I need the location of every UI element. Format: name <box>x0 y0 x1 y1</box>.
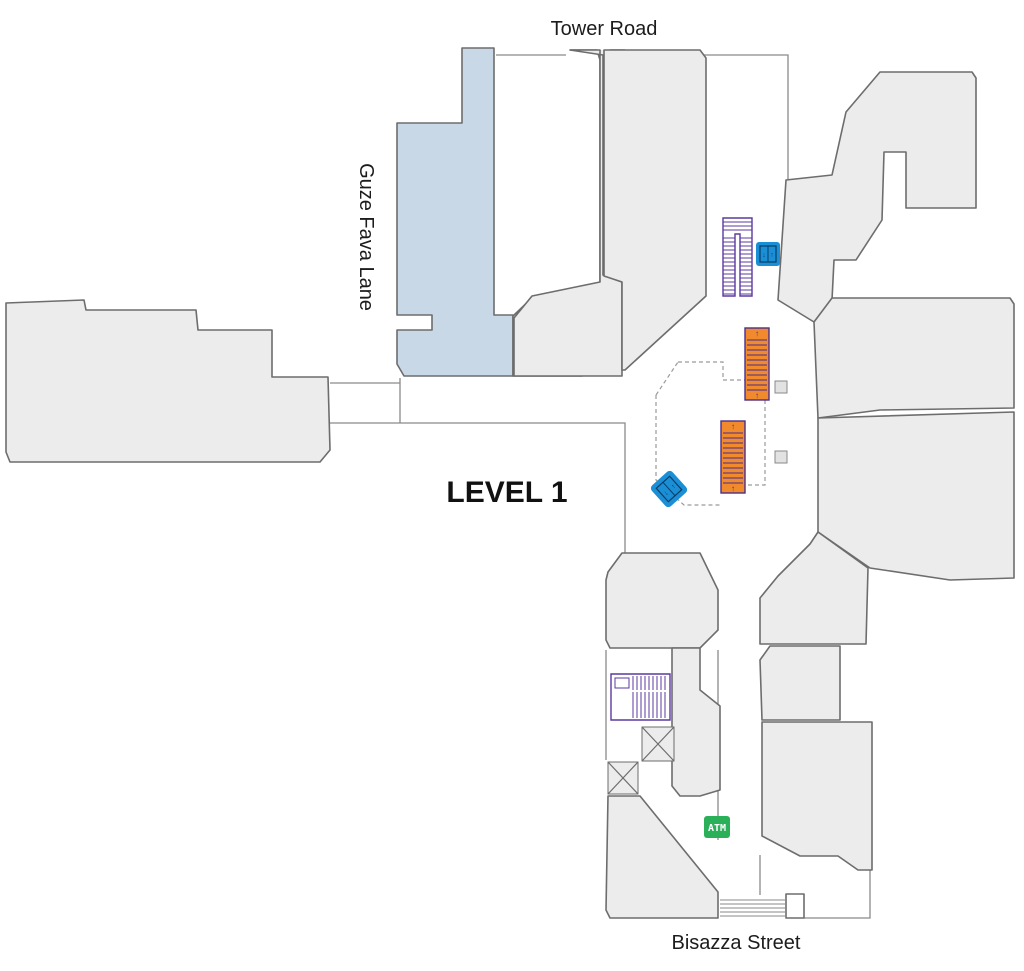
unit-stair-box-south[interactable] <box>785 893 805 919</box>
south-steps-icon <box>720 899 786 917</box>
unit-east-5[interactable] <box>761 721 873 871</box>
pillar <box>774 450 788 464</box>
unit-north-east-tower[interactable] <box>777 71 977 323</box>
escalator-icon[interactable]: ↑ ↑ <box>744 327 770 401</box>
street-label-south: Bisazza Street <box>672 932 801 954</box>
unit-east-1[interactable] <box>813 297 1015 419</box>
service-box-icon <box>641 726 675 762</box>
pillar <box>774 380 788 394</box>
unit-tower-road-3[interactable] <box>603 49 707 371</box>
unit-east-3[interactable] <box>759 531 869 645</box>
unit-tower-road-2[interactable] <box>513 49 623 377</box>
svg-text:↑: ↑ <box>731 422 735 431</box>
unit-south-corridor[interactable] <box>671 647 721 797</box>
svg-text:↑: ↑ <box>755 391 759 400</box>
svg-text:↓: ↓ <box>762 252 766 259</box>
lift-icon[interactable]: ↓ ↑ <box>756 242 780 266</box>
unit-east-4[interactable] <box>759 645 841 721</box>
stairs-icon[interactable] <box>610 673 671 721</box>
svg-text:↑: ↑ <box>755 329 759 338</box>
corridor-outlines <box>330 54 871 919</box>
unit-south-west[interactable] <box>605 795 719 919</box>
svg-text:↓: ↓ <box>663 490 670 498</box>
svg-text:↑: ↑ <box>670 483 677 491</box>
unit-guze-fava-highlight[interactable] <box>396 47 514 377</box>
level-label: LEVEL 1 <box>446 476 567 509</box>
street-label-west: Guze Fava Lane <box>355 163 377 311</box>
svg-text:↑: ↑ <box>731 484 735 493</box>
service-box-icon <box>607 761 639 795</box>
atm-icon[interactable]: ATM <box>704 816 730 838</box>
unit-west-large[interactable] <box>5 299 331 463</box>
svg-text:↑: ↑ <box>770 252 774 259</box>
street-label-north: Tower Road <box>551 18 658 40</box>
service-squares <box>607 380 788 917</box>
stairs-icon[interactable] <box>722 217 753 297</box>
unit-south-central[interactable] <box>605 552 719 649</box>
units <box>5 47 1015 919</box>
lift-icon[interactable]: ↓ ↑ <box>649 469 689 509</box>
atm-label: ATM <box>708 823 726 834</box>
escalator-icon[interactable]: ↑ ↑ <box>720 420 746 494</box>
